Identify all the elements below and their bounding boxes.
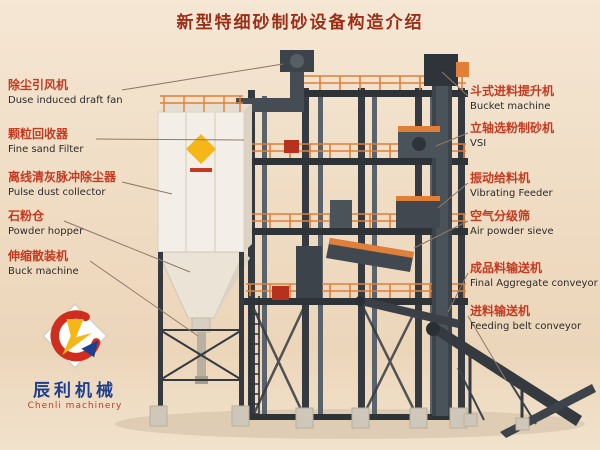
page-title: 新型特细砂制砂设备构造介绍 <box>176 13 424 33</box>
label-zh: 进料输送机 <box>470 304 531 318</box>
vsi-crusher <box>398 126 440 158</box>
label-en: Air powder sieve <box>470 225 554 237</box>
label-zh: 颗粒回收器 <box>8 127 69 141</box>
label-vsi: 立轴选粉制砂机 VSI <box>470 121 554 150</box>
label-zh: 石粉仓 <box>8 209 45 223</box>
label-zh: 伸缩散装机 <box>8 249 69 263</box>
vibrating-feeder <box>396 196 440 228</box>
label-fine-sand-filter: 颗粒回收器 Fine sand Filter <box>8 127 83 156</box>
leader-lines <box>63 63 507 381</box>
air-powder-sieve <box>326 238 414 272</box>
label-zh: 斗式进料提升机 <box>470 84 555 98</box>
label-zh: 除尘引风机 <box>8 78 69 92</box>
label-en: Final Aggregate conveyor <box>470 277 598 289</box>
label-en: Buck machine <box>8 265 79 277</box>
brand-diamond <box>186 134 216 164</box>
company-logo: 辰利机械 Chenli machinery <box>12 302 138 411</box>
chenli-logo-icon <box>41 302 109 370</box>
ground-shadow <box>115 409 585 439</box>
powder-hopper <box>157 251 260 418</box>
logo-zh: 辰利机械 <box>33 381 117 401</box>
pulse-dust-collector <box>157 95 252 253</box>
label-en: Vibrating Feeder <box>470 187 553 199</box>
label-zh: 空气分级筛 <box>470 209 531 223</box>
label-air-powder-sieve: 空气分级筛 Air powder sieve <box>470 209 554 238</box>
label-bucket-machine: 斗式进料提升机 Bucket machine <box>470 84 554 113</box>
label-en: Feeding belt conveyor <box>470 320 582 332</box>
label-zh: 振动给料机 <box>470 171 531 185</box>
misc-motors <box>272 140 352 300</box>
final-aggregate-conveyor <box>355 296 460 328</box>
label-powder-hopper: 石粉仓 Powder hopper <box>8 209 83 238</box>
label-feeding-belt-conveyor: 进料输送机 Feeding belt conveyor <box>470 304 581 333</box>
label-buck-machine: 伸缩散装机 Buck machine <box>8 249 79 278</box>
label-en: Duse induced draft fan <box>8 94 123 106</box>
label-en: Pulse dust collector <box>8 186 106 198</box>
label-final-aggregate-conveyor: 成品料输送机 Final Aggregate conveyor <box>470 261 598 290</box>
label-zh: 成品料输送机 <box>470 261 543 275</box>
label-dust-induced-draft-fan: 除尘引风机 Duse induced draft fan <box>8 78 123 107</box>
label-zh: 离线清灰脉冲除尘器 <box>8 170 117 184</box>
label-en: VSI <box>470 137 487 149</box>
label-vibrating-feeder: 振动给料机 Vibrating Feeder <box>470 171 553 200</box>
access-ladder <box>249 296 260 418</box>
label-pulse-dust-collector: 离线清灰脉冲除尘器 Pulse dust collector <box>8 170 116 199</box>
logo-en: Chenli machinery <box>27 401 123 411</box>
concrete-footings <box>149 405 530 431</box>
label-en: Bucket machine <box>470 100 551 112</box>
draft-fan-and-duct <box>236 50 314 112</box>
label-zh: 立轴选粉制砂机 <box>470 121 555 135</box>
label-en: Powder hopper <box>8 225 84 237</box>
label-en: Fine sand Filter <box>8 143 84 155</box>
